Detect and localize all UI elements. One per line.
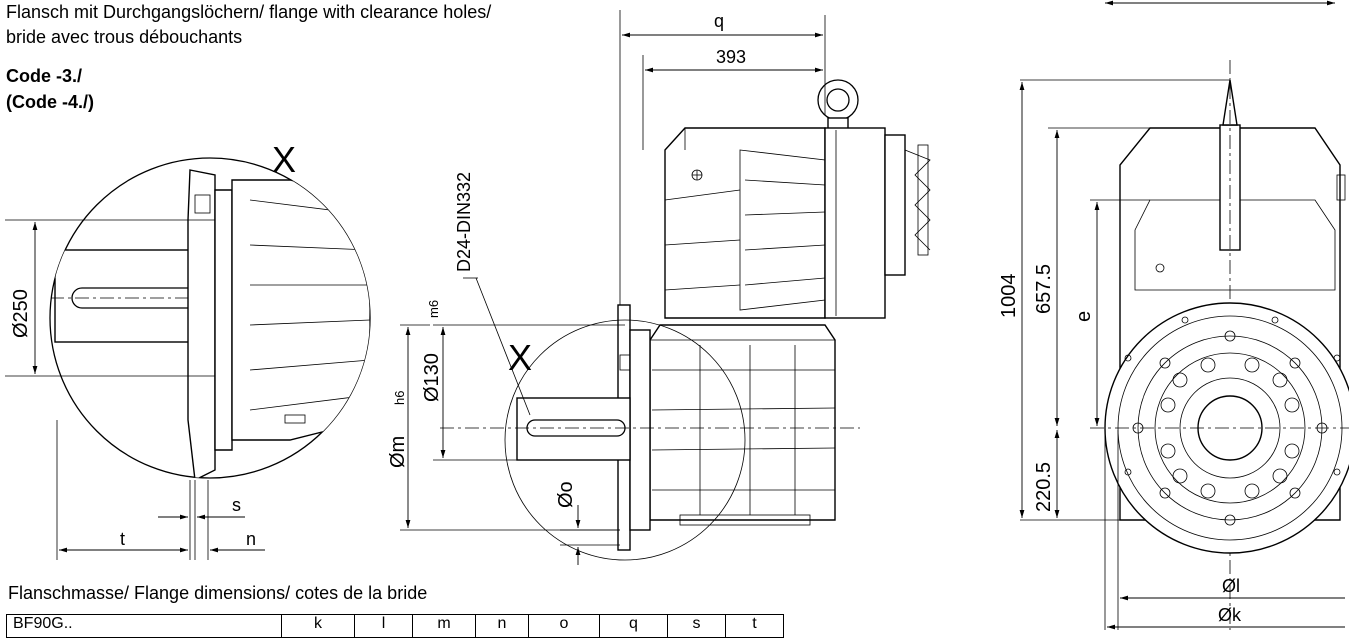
dim-dia-250: Ø250	[10, 289, 32, 338]
dim-e: e	[1073, 311, 1095, 322]
dim-q: q	[714, 11, 724, 31]
side-x-label: X	[508, 337, 532, 378]
dim-dia-o: Øo	[555, 481, 577, 508]
table-header-k: k	[281, 614, 355, 638]
side-view: q 393	[387, 10, 931, 565]
detail-x-view: Ø250 X s t n	[5, 139, 371, 560]
detail-x-label: X	[272, 139, 296, 180]
dim-dia-m: Øm	[387, 436, 409, 468]
table-header-n: n	[475, 614, 529, 638]
table-header-row: BF90G.. k l m n o q s t	[6, 614, 784, 638]
table-header-m: m	[412, 614, 476, 638]
dim-n: n	[246, 529, 256, 549]
dim-dia-130: Ø130	[421, 353, 443, 402]
dim-s: s	[232, 495, 241, 515]
dim-657-5: 657.5	[1033, 264, 1055, 314]
table-header-o: o	[528, 614, 600, 638]
table-header-t: t	[725, 614, 784, 638]
thread-label: D24-DIN332	[454, 172, 474, 272]
dim-dia-130-tol: m6	[426, 300, 441, 318]
dim-dia-m-tol: h6	[392, 391, 407, 405]
dim-dia-k: Øk	[1218, 605, 1242, 625]
dim-dia-l: Øl	[1222, 576, 1240, 596]
front-view: 1004 657.5 e 220.5 Øl Øk	[998, 0, 1349, 630]
header-line-1: Flansch mit Durchgangslöchern/ flange wi…	[6, 2, 491, 22]
dim-t: t	[120, 529, 125, 549]
table-caption: Flanschmasse/ Flange dimensions/ cotes d…	[8, 583, 428, 603]
table-header-model: BF90G..	[6, 614, 282, 638]
code-label-1: Code -3./	[6, 66, 82, 86]
dim-1004: 1004	[998, 274, 1020, 319]
code-label-2: (Code -4./)	[6, 92, 94, 112]
dim-393: 393	[716, 47, 746, 67]
flange-dimensions-table: BF90G.. k l m n o q s t	[6, 614, 784, 638]
header-line-2: bride avec trous débouchants	[6, 27, 242, 47]
table-header-l: l	[354, 614, 413, 638]
table-header-s: s	[667, 614, 726, 638]
dim-220-5: 220.5	[1033, 462, 1055, 512]
table-header-q: q	[599, 614, 668, 638]
